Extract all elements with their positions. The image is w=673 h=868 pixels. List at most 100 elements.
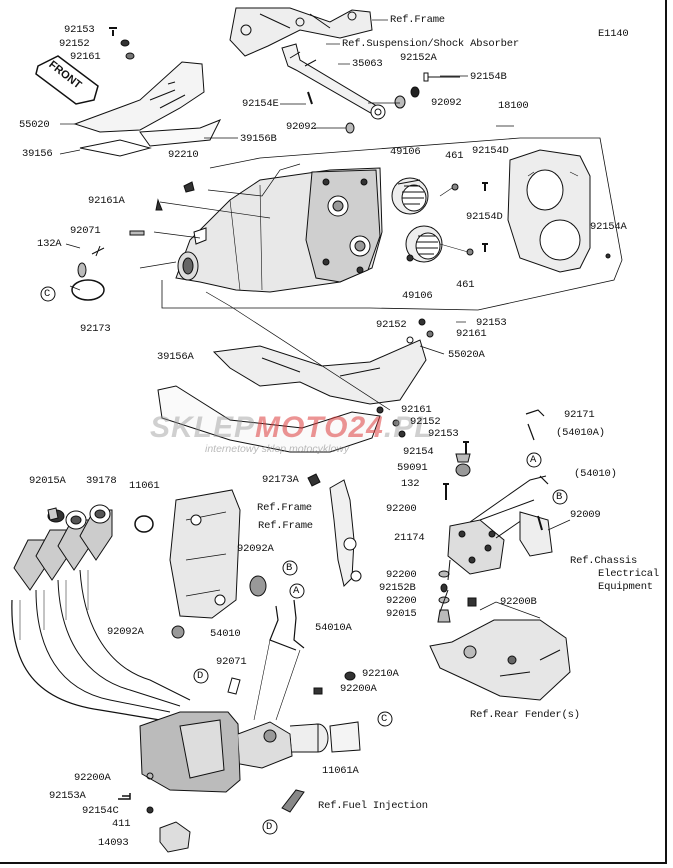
label-39156b: 39156B (240, 133, 277, 145)
label-92071-b: 92071 (216, 656, 247, 668)
label-54010a-paren: (54010A) (556, 427, 605, 439)
label-55020a: 55020A (448, 349, 485, 361)
end-cap-49106-upper (391, 177, 429, 215)
callout-a-mid: A (293, 585, 300, 597)
label-92154a: 92154A (590, 221, 627, 233)
label-92154e: 92154E (242, 98, 279, 110)
label-92154d-a: 92154D (472, 145, 509, 157)
label-411: 411 (112, 818, 131, 830)
frame-bracket-top (229, 7, 373, 57)
callout-c-right: C (381, 713, 388, 725)
label-92171: 92171 (564, 409, 595, 421)
callout-d-mid: D (197, 670, 204, 682)
fastener-92210 (183, 181, 195, 193)
sensor-wires (253, 599, 305, 721)
label-92152b: 92152B (379, 582, 416, 594)
label-92161a: 92161A (88, 195, 125, 207)
leader-lines (59, 19, 514, 411)
label-92210: 92210 (168, 149, 199, 161)
gasket-11061 (47, 507, 154, 533)
label-132: 132 (401, 478, 420, 490)
label-ref-chassis-3: Equipment (598, 581, 653, 593)
ecu-bracket-21174 (437, 409, 571, 623)
fasteners-top-left (109, 27, 135, 60)
watermark-brand-c: 24 (348, 411, 384, 444)
diagram-code: E1140 (598, 28, 629, 40)
label-92200b: 92200B (500, 596, 537, 608)
muffler-guard-plate (507, 149, 611, 273)
label-461-a: 461 (445, 150, 464, 162)
label-92173: 92173 (80, 323, 111, 335)
callout-d-bottom: D (266, 821, 273, 833)
label-ref-frame-top: Ref.Frame (390, 14, 445, 26)
watermark-brand-d: .PL (383, 411, 434, 444)
label-92200-a: 92200 (386, 503, 417, 515)
label-ref-frame-mid1: Ref.Frame (257, 502, 312, 514)
label-92009: 92009 (570, 509, 601, 521)
callout-b-mid: B (286, 562, 293, 574)
label-ref-frame-mid2: Ref.Frame (258, 520, 313, 532)
front-arrow (35, 55, 99, 105)
label-92152-b: 92152 (376, 319, 407, 331)
label-21174: 21174 (394, 532, 425, 544)
label-92161-b: 92161 (456, 328, 487, 340)
label-54010: 54010 (210, 628, 241, 640)
callout-c-left: C (44, 288, 51, 300)
label-ref-rear-fender: Ref.Rear Fender(s) (470, 709, 580, 721)
label-39156a: 39156A (157, 351, 194, 363)
label-39178: 39178 (86, 475, 117, 487)
watermark: SKLEPMOTO24.PL (150, 411, 434, 445)
label-92200a-b: 92200A (74, 772, 111, 784)
label-92161-c: 92161 (401, 404, 432, 416)
label-ref-chassis-1: Ref.Chassis (570, 555, 638, 567)
label-92161-a: 92161 (70, 51, 101, 63)
watermark-brand-a: SKLEP (150, 411, 256, 444)
watermark-tagline: internetowy sklep motocyklowy (205, 443, 350, 455)
label-11061: 11061 (129, 480, 160, 492)
label-92153a: 92153A (49, 790, 86, 802)
label-92152a: 92152A (400, 52, 437, 64)
callout-b-right: B (556, 491, 563, 503)
label-461-b: 461 (456, 279, 475, 291)
rear-fender (429, 601, 571, 701)
label-92200-b: 92200 (386, 569, 417, 581)
label-59091: 59091 (397, 462, 428, 474)
muffler-bolts (439, 182, 488, 256)
label-92092a-b: 92092A (107, 626, 144, 638)
label-ref-fuel-injection: Ref.Fuel Injection (318, 800, 428, 812)
label-92154b: 92154B (470, 71, 507, 83)
heat-cover-55020 (73, 61, 222, 157)
label-92152-c: 92152 (410, 416, 441, 428)
label-35063: 35063 (352, 58, 383, 70)
label-18100: 18100 (498, 100, 529, 112)
label-92154d-b: 92154D (466, 211, 503, 223)
label-92153-b: 92153 (476, 317, 507, 329)
label-55020: 55020 (19, 119, 50, 131)
label-54010a: 54010A (315, 622, 352, 634)
label-39156: 39156 (22, 148, 53, 160)
frame-bracket-middle (169, 473, 362, 639)
bolt-92154b (345, 72, 460, 134)
label-54010-paren: (54010) (574, 468, 617, 480)
label-132a: 132A (37, 238, 62, 250)
label-92200-c: 92200 (386, 595, 417, 607)
label-49106-b: 49106 (402, 290, 433, 302)
label-92173a: 92173A (262, 474, 299, 486)
label-ref-chassis-2: Electrical (598, 568, 660, 580)
lower-cover-55020a (157, 318, 434, 453)
callout-circles (40, 286, 568, 835)
label-92092a-a: 92092A (237, 543, 274, 555)
label-92154c: 92154C (82, 805, 119, 817)
muffler-assembly-18100 (161, 137, 623, 311)
label-92153-a: 92153 (64, 24, 95, 36)
label-92210a: 92210A (362, 668, 399, 680)
label-92153-c: 92153 (428, 428, 459, 440)
label-49106-a: 49106 (390, 146, 421, 158)
clamp-92173 (71, 198, 163, 301)
label-92015a: 92015A (29, 475, 66, 487)
exhaust-collector (118, 671, 361, 853)
label-92200a-a: 92200A (340, 683, 377, 695)
label-92092: 92092 (431, 97, 462, 109)
